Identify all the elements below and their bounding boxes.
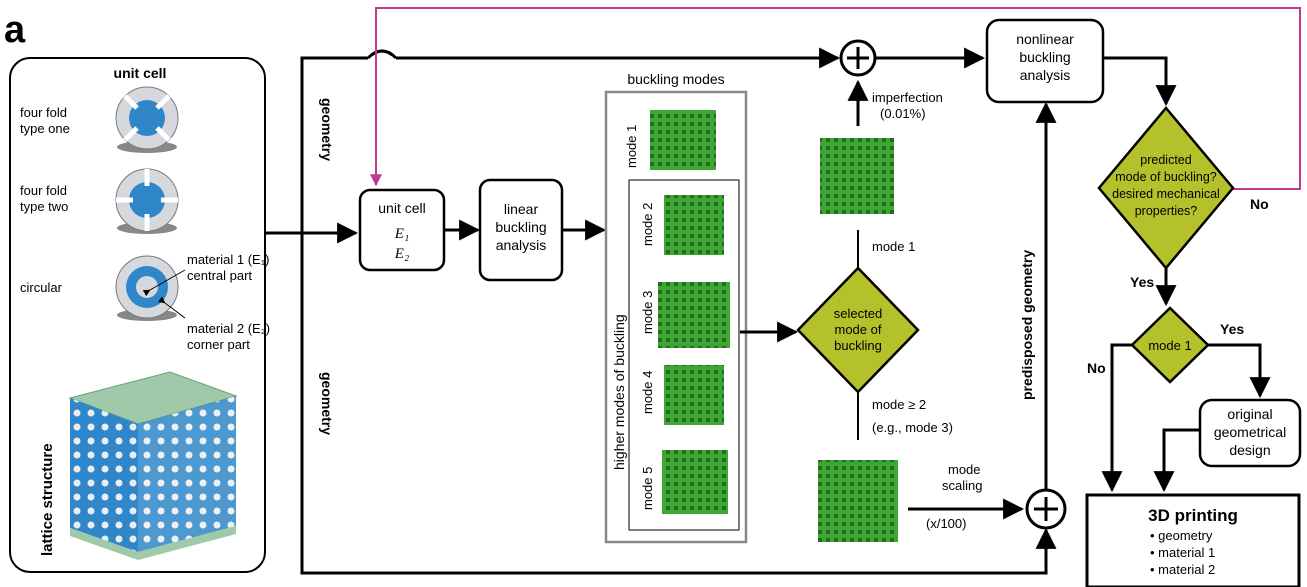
mode-2-image: [664, 195, 724, 255]
unit-cell-box-e2: E₂: [394, 246, 409, 262]
mode-3-image: [658, 282, 730, 348]
geometry-label-bottom: geometry: [319, 372, 335, 435]
variant-3-line1: circular: [20, 280, 63, 295]
imperfection-line1: imperfection: [872, 90, 943, 105]
linear-line1: linear: [504, 201, 539, 217]
feedback-loop-line: [370, 7, 1301, 190]
predisposed-label: predisposed geometry: [1019, 250, 1035, 400]
nonlinear-analysis-box: [985, 18, 1105, 104]
original-line1: original: [1227, 406, 1272, 422]
selected-line1: selected: [834, 306, 882, 321]
nonlinear-line1: nonlinear: [1016, 31, 1074, 47]
unit-cell-icon-1: [115, 86, 179, 153]
mode-ge2-line2: (e.g., mode 3): [872, 420, 953, 435]
predicted-line4: properties?: [1135, 204, 1198, 218]
buckling-modes-panel: [604, 90, 748, 544]
mode-5-label: mode 5: [640, 467, 655, 510]
material2-line1: material 2 (E₂): [187, 321, 270, 336]
original-line3: design: [1229, 442, 1270, 458]
imperfection-line2: (0.01%): [880, 106, 926, 121]
predicted-line2: mode of buckling?: [1115, 170, 1217, 184]
no-label-1: No: [1250, 196, 1269, 212]
variant-1-line2: type one: [20, 121, 70, 136]
panel-label: a: [4, 9, 26, 51]
no-label-2: No: [1087, 360, 1106, 376]
predicted-line1: predicted: [1140, 153, 1191, 167]
printing-box: [1085, 493, 1301, 587]
variant-2-line1: four fold: [20, 183, 67, 198]
original-design-box: [1198, 398, 1302, 468]
material1-line2: central part: [187, 268, 252, 283]
arrow-yes-original: [1208, 343, 1271, 399]
mode-5-image: [662, 450, 728, 514]
buckling-modes-title: buckling modes: [627, 71, 724, 87]
printing-item-2: • material 1: [1150, 545, 1215, 560]
printing-title: 3D printing: [1148, 506, 1238, 525]
higher-modes-box: [628, 179, 740, 531]
higher-modes-label: higher modes of buckling: [611, 314, 627, 470]
mode-4-image: [664, 365, 724, 425]
mode1-diamond: [1130, 306, 1210, 384]
predicted-line3: desired mechanical: [1112, 187, 1220, 201]
mode-1-image: [650, 110, 716, 170]
selected-mode1-image: [820, 138, 894, 214]
yes-label-1: Yes: [1130, 274, 1154, 290]
unit-cell-icon-2: [115, 168, 179, 234]
selected-mode3-image: [818, 460, 898, 542]
mode1-diamond-label: mode 1: [1148, 338, 1191, 353]
lattice-label: lattice structure: [39, 443, 56, 556]
mode-1-label: mode 1: [624, 125, 639, 168]
material1-pointer: [142, 269, 186, 297]
nonlinear-line2: buckling: [1019, 49, 1070, 65]
geometry-label-top: geometry: [319, 98, 335, 161]
variant-1-line1: four fold: [20, 105, 67, 120]
plus-junction-bottom: [1025, 488, 1067, 530]
mode-scaling-line1: mode: [948, 462, 981, 477]
mode-scaling-line2: scaling: [942, 478, 982, 493]
geometry-line-bottom: [300, 233, 1057, 575]
lattice-cube-image: [68, 371, 238, 560]
arrow-to-predicted: [1103, 56, 1177, 107]
unit-cell-box-title: unit cell: [378, 200, 425, 216]
linear-line3: analysis: [496, 237, 547, 253]
arrow-no-printing: [1101, 343, 1132, 493]
linear-line2: buckling: [495, 219, 546, 235]
unit-cell-icon-3: [115, 255, 179, 321]
line-hop: [366, 49, 398, 60]
mode-ge2-line1: mode ≥ 2: [872, 397, 926, 412]
original-line2: geometrical: [1214, 424, 1286, 440]
variant-2-line2: type two: [20, 199, 68, 214]
mode-4-label: mode 4: [640, 371, 655, 414]
unit-cell-box-e1: E₁: [394, 226, 409, 242]
printing-item-1: • geometry: [1150, 528, 1213, 543]
left-panel: [9, 57, 266, 573]
geometry-line-top: [300, 56, 368, 233]
yes-label-2: Yes: [1220, 321, 1244, 337]
mode1-path-label: mode 1: [872, 239, 915, 254]
arrow-original-printing: [1153, 428, 1200, 493]
material2-pointer: [157, 296, 186, 319]
plus-junction-top: [839, 39, 877, 77]
printing-item-3: • material 2: [1150, 562, 1215, 577]
selected-line3: buckling: [834, 338, 882, 353]
selected-line2: mode of: [835, 322, 882, 337]
mode-scaling-line3: (x/100): [926, 516, 966, 531]
mode-3-label: mode 3: [640, 291, 655, 334]
mode-2-label: mode 2: [640, 203, 655, 246]
unit-cell-title: unit cell: [114, 65, 167, 81]
material1-line1: material 1 (E₁): [187, 252, 269, 267]
material2-line2: corner part: [187, 337, 250, 352]
nonlinear-line3: analysis: [1020, 67, 1071, 83]
